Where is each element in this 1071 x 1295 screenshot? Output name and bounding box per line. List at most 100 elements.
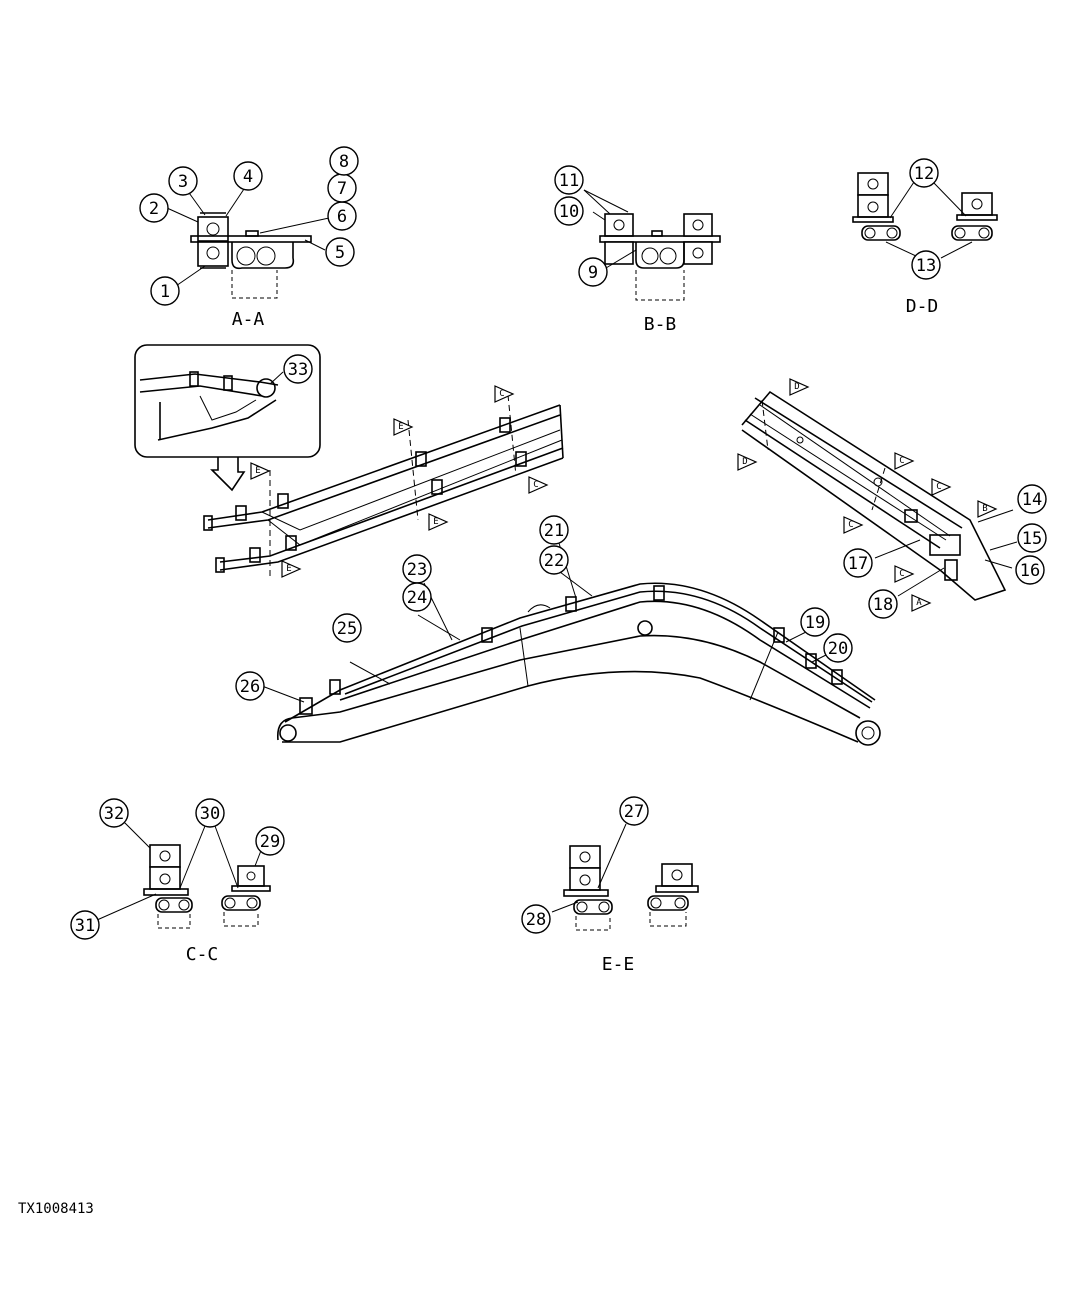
section-flag-c: C [843,516,864,534]
callout-17: 17 [843,548,873,578]
svg-text:17: 17 [848,554,868,574]
svg-text:D: D [794,382,799,392]
svg-text:2: 2 [149,199,159,219]
svg-text:8: 8 [339,152,349,172]
svg-text:C: C [499,389,504,399]
svg-text:33: 33 [288,360,308,380]
section-flag-b: B [977,500,998,518]
callout-19: 19 [800,607,830,637]
svg-text:C: C [899,456,904,466]
callout-32: 32 [99,798,129,828]
section-d-d-view [852,172,998,259]
callout-2: 2 [139,193,169,223]
svg-text:B: B [982,504,987,514]
section-flag-a: A [911,594,932,612]
callout-25: 25 [332,613,362,643]
section-label-a-a: A-A [232,309,265,330]
section-flag-c: C [894,565,915,583]
section-flag-c: C [931,478,952,496]
section-e-e-view [551,823,699,931]
svg-text:21: 21 [544,521,564,541]
callout-31: 31 [70,910,100,940]
section-label-b-b: B-B [644,314,677,335]
callout-6: 6 [327,201,357,231]
callout-11: 11 [554,165,584,195]
svg-text:D: D [742,457,747,467]
section-label-d-d: D-D [906,296,939,317]
svg-text:C: C [533,480,538,490]
callout-20: 20 [823,633,853,663]
callout-12: 12 [909,158,939,188]
svg-text:28: 28 [526,910,546,930]
callout-14: 14 [1017,484,1047,514]
detail-inset [134,344,321,492]
section-a-a-view [166,185,330,299]
callout-22: 22 [539,545,569,575]
svg-text:13: 13 [916,256,936,276]
section-flag-d: D [789,378,810,396]
svg-text:24: 24 [407,588,427,608]
boom-assembly [261,539,881,746]
callout-18: 18 [868,589,898,619]
svg-text:23: 23 [407,560,427,580]
callout-33: 33 [283,354,313,384]
callout-13: 13 [911,250,941,280]
svg-text:E: E [255,466,260,476]
section-flag-c: C [528,476,549,494]
svg-text:25: 25 [337,619,357,639]
callout-8: 8 [329,146,359,176]
callout-7: 7 [327,173,357,203]
svg-text:C: C [936,482,941,492]
callout-21: 21 [539,515,569,545]
svg-text:15: 15 [1022,529,1042,549]
section-c-c-view [96,821,271,929]
svg-text:20: 20 [828,639,848,659]
svg-text:A: A [916,598,922,608]
svg-text:18: 18 [873,595,893,615]
callout-27: 27 [619,796,649,826]
callout-5: 5 [325,237,355,267]
svg-text:6: 6 [337,207,347,227]
svg-text:27: 27 [624,802,644,822]
svg-text:16: 16 [1020,561,1040,581]
svg-text:31: 31 [75,916,95,936]
callout-4: 4 [233,161,263,191]
section-flags: E E E E C C D D C C C C B A [250,378,998,612]
callout-26: 26 [235,671,265,701]
svg-text:1: 1 [160,282,170,302]
svg-text:29: 29 [260,832,280,852]
section-flag-e: E [250,462,271,480]
svg-text:26: 26 [240,677,260,697]
svg-text:32: 32 [104,804,124,824]
callout-28: 28 [521,904,551,934]
callout-3: 3 [168,166,198,196]
svg-text:C: C [899,569,904,579]
svg-text:3: 3 [178,172,188,192]
svg-text:E: E [398,422,403,432]
svg-text:9: 9 [588,263,598,283]
svg-text:E: E [286,564,291,574]
boom-foot-assembly [741,390,1018,601]
svg-text:14: 14 [1022,490,1042,510]
callout-30: 30 [195,798,225,828]
section-flag-c: C [494,385,515,403]
arm-assembly [203,394,564,580]
callout-15: 15 [1017,523,1047,553]
section-label-c-c: C-C [186,944,219,965]
section-flag-e: E [281,560,302,578]
svg-text:C: C [848,520,853,530]
section-flag-e: E [428,513,449,531]
section-b-b-view [583,189,721,301]
svg-text:19: 19 [805,613,825,633]
svg-text:5: 5 [335,243,345,263]
section-flag-c: C [894,452,915,470]
svg-text:7: 7 [337,179,347,199]
svg-text:E: E [433,517,438,527]
svg-text:22: 22 [544,551,564,571]
callout-24: 24 [402,582,432,612]
svg-text:11: 11 [559,171,579,191]
callout-23: 23 [402,554,432,584]
callout-9: 9 [578,257,608,287]
